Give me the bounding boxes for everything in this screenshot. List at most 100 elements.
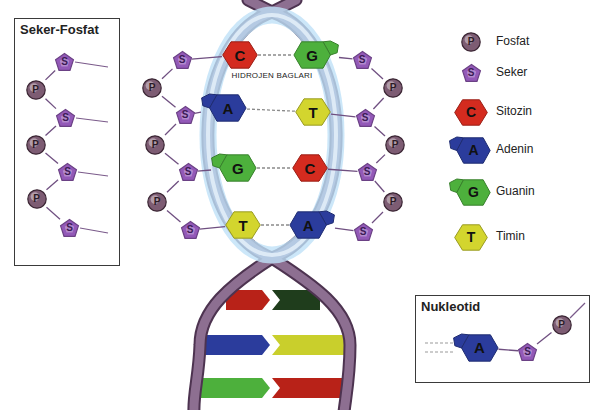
sugar-node: S bbox=[55, 53, 74, 71]
backbone-bond bbox=[537, 332, 552, 344]
backbone-bond bbox=[46, 153, 59, 164]
shape-group bbox=[384, 193, 402, 211]
shape-group bbox=[384, 79, 402, 97]
base-node: G bbox=[211, 154, 257, 182]
backbone-bond bbox=[328, 169, 358, 171]
legend-text: Seker bbox=[496, 65, 527, 79]
legend-swatch: T bbox=[454, 224, 488, 251]
backbone-bond bbox=[47, 207, 61, 219]
strand bbox=[194, 0, 336, 410]
shape-group bbox=[57, 109, 75, 126]
phosphate-node: P bbox=[145, 135, 165, 155]
phosphate-circle bbox=[143, 79, 161, 97]
phosphate-circle bbox=[384, 193, 402, 211]
base-hexagon bbox=[293, 155, 328, 181]
legend-text: Guanin bbox=[496, 184, 535, 198]
shape-group bbox=[353, 52, 371, 69]
shape-group bbox=[173, 52, 191, 69]
base-hexagon bbox=[455, 224, 488, 249]
stub-line bbox=[570, 303, 585, 318]
sugar-pentagon bbox=[354, 224, 372, 241]
shape-group bbox=[552, 315, 570, 333]
legend-letter: C bbox=[454, 99, 488, 126]
base-node: A bbox=[201, 94, 247, 122]
legend-swatch: P bbox=[461, 32, 481, 52]
shape-group bbox=[293, 155, 328, 181]
sugar-pentagon bbox=[519, 343, 537, 360]
node-letter: P bbox=[552, 315, 572, 335]
node-letter: S bbox=[173, 51, 192, 69]
sugar-pentagon bbox=[179, 164, 197, 181]
phosphate-circle bbox=[552, 315, 570, 333]
backbone-bond bbox=[165, 124, 176, 135]
shape-group bbox=[294, 41, 338, 68]
node-letter: C bbox=[222, 41, 258, 69]
legend-letter: S bbox=[462, 64, 481, 82]
node-letter: P bbox=[147, 192, 167, 212]
phosphate-node: P bbox=[142, 78, 162, 98]
phosphate-node: P bbox=[385, 135, 405, 155]
legend-text: Timin bbox=[496, 229, 525, 243]
backbone-bond bbox=[373, 98, 383, 109]
shape-group bbox=[146, 136, 164, 154]
bond-stub bbox=[425, 352, 453, 353]
sugar-node: S bbox=[58, 163, 77, 181]
shape-group bbox=[455, 99, 488, 124]
node-letter: A bbox=[290, 211, 326, 239]
node-letter: P bbox=[383, 192, 403, 212]
node-letter: P bbox=[383, 78, 403, 98]
backbone-bond bbox=[195, 112, 202, 113]
shape-group bbox=[181, 222, 199, 239]
backbone-bond bbox=[372, 212, 383, 223]
shape-group bbox=[212, 154, 256, 181]
shape-group bbox=[450, 179, 491, 205]
sugar-pentagon bbox=[358, 164, 376, 181]
backbone-bond bbox=[376, 155, 385, 163]
phosphate-node: P bbox=[26, 80, 46, 100]
phosphate-node: P bbox=[147, 192, 167, 212]
shape-group bbox=[450, 137, 491, 163]
shape-group bbox=[61, 219, 79, 236]
node-letter: G bbox=[294, 41, 330, 69]
base-node: A bbox=[453, 334, 499, 362]
node-letter: S bbox=[518, 343, 537, 361]
shape-group bbox=[462, 33, 480, 51]
bond-stub bbox=[425, 343, 453, 344]
shape-group bbox=[226, 212, 261, 238]
base-hexagon bbox=[220, 155, 256, 181]
sugar-node: S bbox=[181, 221, 200, 239]
shape-group bbox=[519, 343, 537, 360]
node-letter: P bbox=[26, 80, 46, 100]
shape-group bbox=[26, 80, 44, 98]
phosphate-node: P bbox=[552, 315, 572, 335]
sugar-pentagon bbox=[176, 107, 194, 124]
backbone-bond bbox=[335, 228, 354, 231]
base-hexagon bbox=[457, 137, 490, 162]
sugar-pentagon bbox=[356, 110, 374, 127]
backbone-bond bbox=[162, 96, 176, 107]
sugar-node: S bbox=[518, 343, 537, 361]
phosphate-node: P bbox=[383, 78, 403, 98]
base-hexagon bbox=[223, 42, 258, 68]
node-letter: S bbox=[60, 219, 79, 237]
base-hexagon bbox=[294, 42, 330, 68]
sugar-pentagon bbox=[353, 52, 371, 69]
shape-group bbox=[27, 189, 45, 207]
base-node: C bbox=[222, 41, 258, 69]
node-letter: P bbox=[27, 189, 47, 209]
node-letter: T bbox=[225, 211, 261, 239]
box-title: Seker-Fosfat bbox=[20, 22, 99, 37]
phosphate-circle bbox=[384, 79, 402, 97]
legend-letter: A bbox=[457, 137, 490, 164]
backbone-bond bbox=[192, 57, 223, 60]
phosphate-node: P bbox=[27, 189, 47, 209]
phosphate-node: P bbox=[26, 135, 46, 155]
base-bar bbox=[204, 335, 270, 355]
phosphate-circle bbox=[148, 193, 166, 211]
legend-text: Sitozin bbox=[496, 104, 532, 118]
group-box: Seker-FosfatSPSPSPS bbox=[14, 18, 120, 266]
sugar-pentagon bbox=[173, 52, 191, 69]
legend-swatch: S bbox=[462, 64, 481, 82]
hydrogen-bond bbox=[258, 54, 293, 55]
node-letter: P bbox=[385, 135, 405, 155]
